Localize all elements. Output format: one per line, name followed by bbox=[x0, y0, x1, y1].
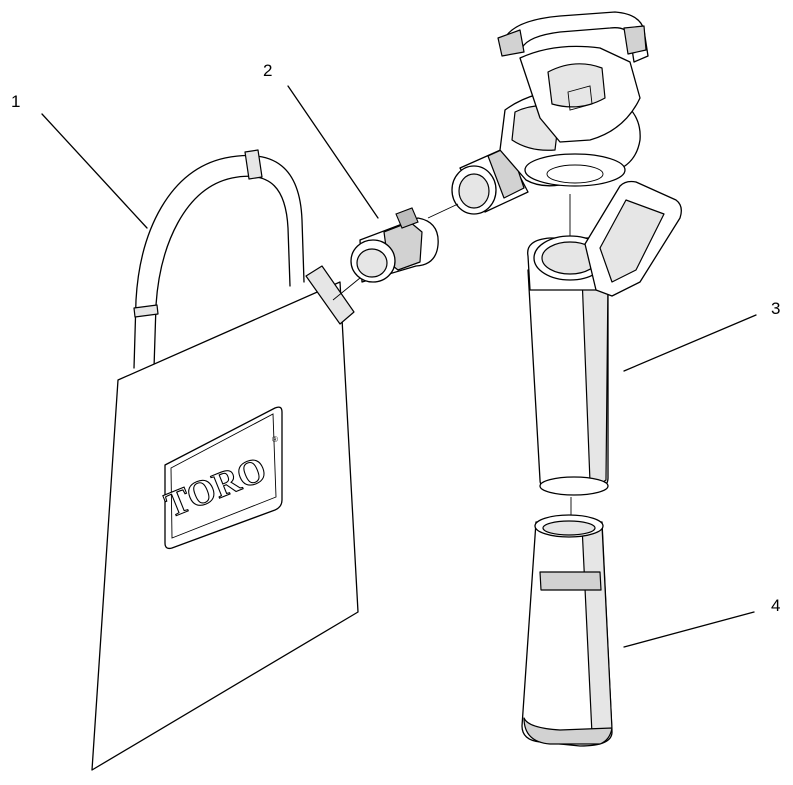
collection-bag bbox=[91, 149, 359, 771]
bag-body bbox=[91, 281, 359, 771]
callout-leaders bbox=[41, 85, 757, 648]
nozzle-tip bbox=[523, 717, 613, 745]
blower-switch bbox=[567, 85, 593, 111]
axis-bag-to-adapter bbox=[332, 277, 361, 301]
leader-2 bbox=[287, 85, 379, 219]
handle-front-grip bbox=[497, 29, 525, 57]
callout-3: 3 bbox=[771, 299, 781, 318]
blower-outlet-inner bbox=[458, 173, 490, 209]
leader-4 bbox=[623, 611, 755, 648]
blower-nozzle bbox=[521, 514, 613, 747]
adapter-inlet-inner bbox=[356, 248, 388, 278]
callout-4: 4 bbox=[771, 596, 781, 615]
tube-handle-bracket-inner bbox=[599, 199, 665, 283]
bag-inlet-collar bbox=[305, 265, 355, 325]
assembly-lines bbox=[332, 194, 572, 515]
axis-adapter-to-blower bbox=[427, 203, 459, 219]
callout-1: 1 bbox=[11, 92, 21, 111]
blower-tube bbox=[527, 180, 682, 496]
bag-strap-inner bbox=[153, 175, 291, 369]
handle-rear-grip bbox=[623, 25, 647, 55]
adapter-latch bbox=[395, 207, 419, 229]
callout-2: 2 bbox=[263, 61, 273, 80]
bag-logo-plate bbox=[164, 406, 283, 550]
bag-logo-registered-mark: ® bbox=[272, 435, 278, 444]
bag-logo-plate-inner bbox=[170, 413, 277, 539]
impeller-inlet bbox=[546, 164, 604, 184]
impeller-housing bbox=[524, 153, 626, 187]
bag-adapter bbox=[350, 207, 439, 283]
strap-tie-side bbox=[133, 304, 159, 318]
strap-tie-top bbox=[244, 149, 263, 180]
leader-3 bbox=[623, 314, 757, 372]
blower-handle bbox=[504, 11, 649, 63]
leader-1 bbox=[41, 113, 148, 229]
blower-motor-housing bbox=[451, 11, 649, 215]
bag-strap-outer bbox=[133, 154, 305, 369]
nozzle-inlet-inner bbox=[542, 520, 596, 536]
blower-tube-outlet bbox=[539, 476, 609, 496]
nozzle-band bbox=[539, 571, 602, 591]
blower-top-cover bbox=[547, 63, 606, 108]
